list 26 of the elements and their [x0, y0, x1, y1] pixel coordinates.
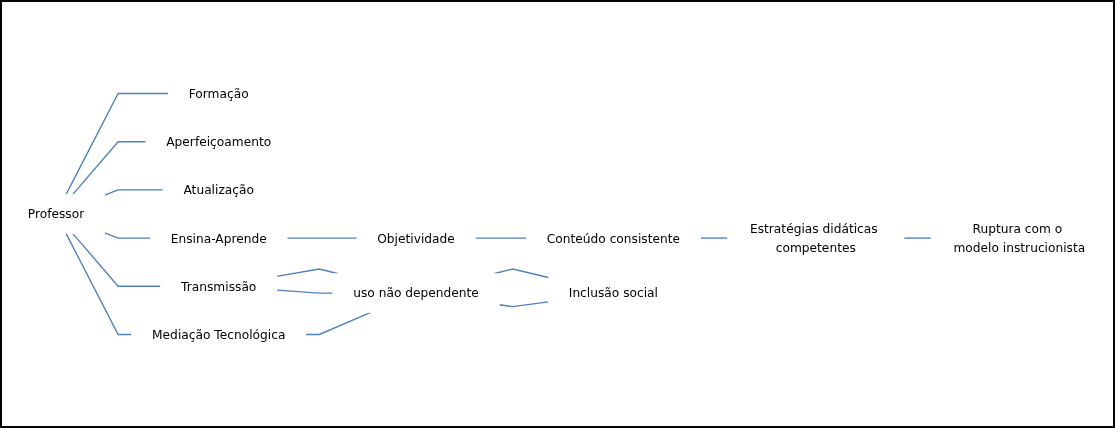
node-text: Inclusão social — [568, 285, 658, 301]
connector — [103, 232, 152, 239]
node-text: Professor — [27, 206, 85, 222]
connector — [276, 289, 334, 294]
connector — [103, 189, 164, 196]
node-text: Conteúdo consistente — [546, 230, 681, 246]
connector — [65, 232, 133, 336]
node-text: Formação — [188, 86, 249, 101]
connector — [305, 311, 372, 336]
connector — [474, 237, 528, 239]
connector — [71, 232, 162, 287]
connector — [286, 237, 358, 239]
node-text: Ruptura com o modelo instrucionista — [953, 221, 1086, 255]
node-text: Estratégias didáticas competentes — [749, 221, 878, 255]
node-text: uso não dependente — [353, 285, 479, 301]
connector — [699, 237, 729, 239]
connector — [65, 92, 170, 196]
connector — [71, 141, 147, 196]
node-text: Ensina-Aprende — [170, 230, 267, 246]
node-text: Atualização — [183, 182, 254, 198]
node-text: Objetividade — [377, 230, 455, 246]
connector — [903, 237, 932, 239]
connector — [498, 301, 550, 308]
node-text: Aperfeiçoamento — [166, 134, 272, 149]
node-text: Transmissão — [181, 279, 257, 294]
node-text: Mediação Tecnológica — [152, 327, 286, 342]
